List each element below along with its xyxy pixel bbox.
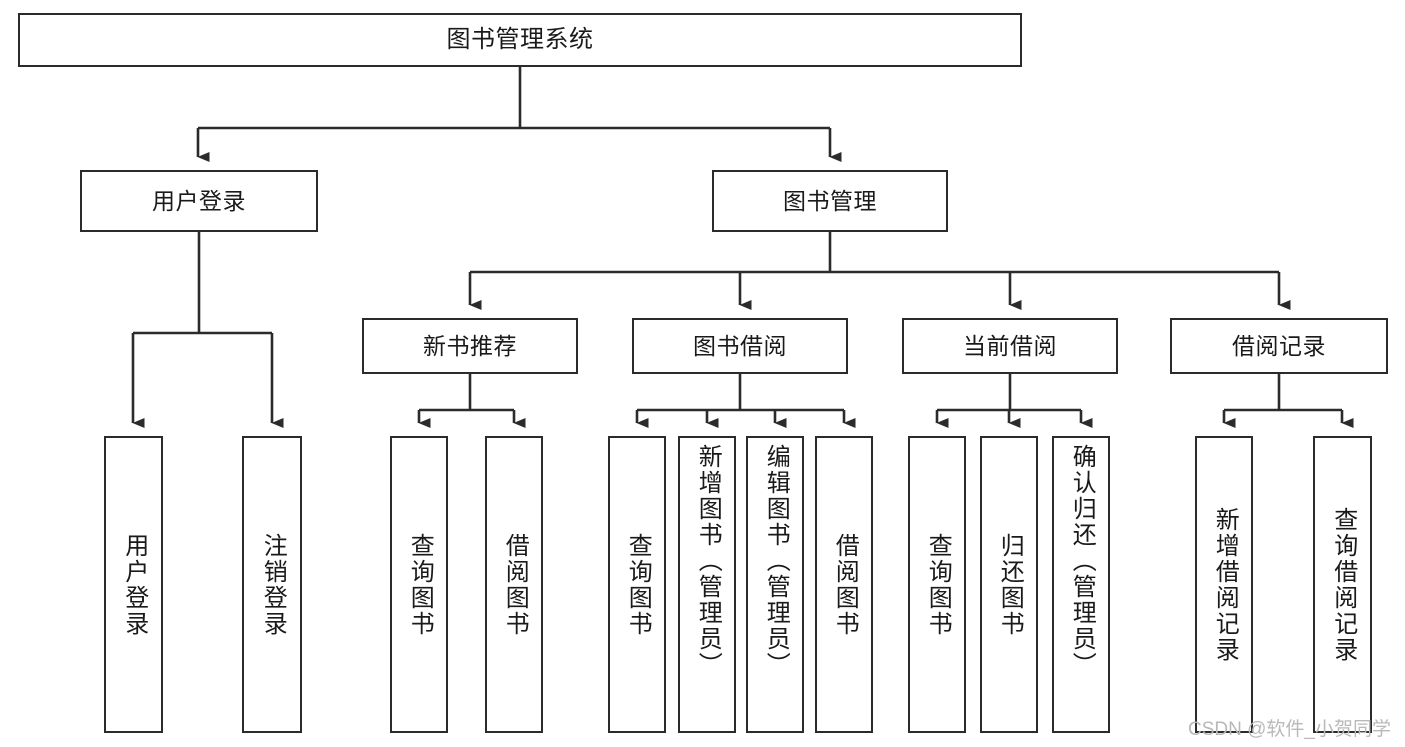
- node-leaf-borrow-book-1[interactable]: 借阅图书: [485, 436, 543, 733]
- node-user-login[interactable]: 用户登录: [80, 170, 318, 232]
- csdn-watermark: CSDN @软件_小贺同学: [1188, 719, 1391, 740]
- node-leaf-edit-book[interactable]: 编辑图书（管理员）: [746, 436, 804, 733]
- node-leaf-edit-book-label: 编辑图书（管理员）: [762, 444, 790, 678]
- node-leaf-borrow-book-2[interactable]: 借阅图书: [815, 436, 873, 733]
- node-user-login-label: 用户登录: [152, 187, 246, 214]
- node-book-borrow[interactable]: 图书借阅: [632, 318, 848, 374]
- node-leaf-query-book-2-label: 查询图书: [624, 532, 652, 637]
- node-borrow-record[interactable]: 借阅记录: [1170, 318, 1388, 374]
- node-leaf-query-record[interactable]: 查询借阅记录: [1313, 436, 1372, 733]
- node-leaf-confirm-return-label: 确认归还（管理员）: [1068, 444, 1096, 678]
- node-book-manage[interactable]: 图书管理: [712, 170, 948, 232]
- node-leaf-confirm-return[interactable]: 确认归还（管理员）: [1052, 436, 1110, 733]
- node-new-book-rec[interactable]: 新书推荐: [362, 318, 578, 374]
- node-leaf-user-logout-label: 注销登录: [259, 532, 287, 637]
- node-leaf-query-book-1-label: 查询图书: [406, 532, 434, 637]
- node-leaf-return-book-label: 归还图书: [996, 532, 1024, 637]
- node-new-book-rec-label: 新书推荐: [423, 332, 517, 359]
- node-leaf-user-login-label: 用户登录: [120, 532, 148, 637]
- node-leaf-query-record-label: 查询借阅记录: [1329, 506, 1357, 663]
- node-book-borrow-label: 图书借阅: [693, 332, 787, 359]
- node-leaf-query-book-3-label: 查询图书: [924, 532, 952, 637]
- node-leaf-add-book-label: 新增图书（管理员）: [694, 444, 722, 678]
- node-leaf-query-book-2[interactable]: 查询图书: [608, 436, 666, 733]
- node-leaf-add-record-label: 新增借阅记录: [1211, 506, 1239, 663]
- node-leaf-add-record[interactable]: 新增借阅记录: [1195, 436, 1253, 733]
- node-leaf-query-book-1[interactable]: 查询图书: [390, 436, 448, 733]
- node-current-borrow[interactable]: 当前借阅: [902, 318, 1118, 374]
- node-leaf-return-book[interactable]: 归还图书: [980, 436, 1038, 733]
- node-root-label: 图书管理系统: [446, 26, 594, 53]
- node-root[interactable]: 图书管理系统: [18, 13, 1022, 67]
- node-leaf-query-book-3[interactable]: 查询图书: [908, 436, 966, 733]
- node-leaf-add-book[interactable]: 新增图书（管理员）: [678, 436, 736, 733]
- node-leaf-borrow-book-1-label: 借阅图书: [501, 532, 529, 637]
- node-leaf-user-logout[interactable]: 注销登录: [242, 436, 302, 733]
- node-borrow-record-label: 借阅记录: [1232, 332, 1326, 359]
- node-leaf-borrow-book-2-label: 借阅图书: [831, 532, 859, 637]
- node-leaf-user-login[interactable]: 用户登录: [104, 436, 163, 733]
- node-current-borrow-label: 当前借阅: [963, 332, 1057, 359]
- node-book-manage-label: 图书管理: [783, 187, 877, 214]
